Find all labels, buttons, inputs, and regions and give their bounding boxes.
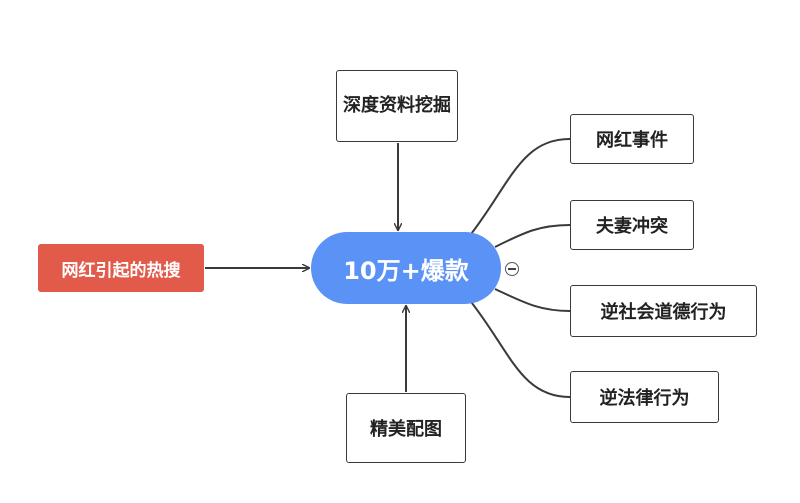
collapse-toggle[interactable] bbox=[505, 262, 519, 276]
node-fine-images-label: 精美配图 bbox=[370, 419, 442, 440]
branch-line-2 bbox=[494, 224, 571, 248]
node-influencer-trending-label: 网红引起的热搜 bbox=[61, 260, 181, 281]
branch-line-4 bbox=[467, 297, 571, 398]
node-influencer-trending[interactable]: 网红引起的热搜 bbox=[38, 244, 204, 292]
node-influencer-event-label: 网红事件 bbox=[596, 130, 668, 151]
node-couple-conflict[interactable]: 夫妻冲突 bbox=[570, 200, 694, 250]
node-fine-images[interactable]: 精美配图 bbox=[346, 393, 466, 463]
node-influencer-event[interactable]: 网红事件 bbox=[570, 114, 694, 164]
node-deep-research[interactable]: 深度资料挖掘 bbox=[336, 70, 458, 142]
node-immoral-behavior[interactable]: 逆社会道德行为 bbox=[570, 285, 757, 337]
minus-circle-icon bbox=[508, 268, 516, 270]
node-central-topic-label: 10万+爆款 bbox=[343, 256, 469, 285]
branch-line-3 bbox=[494, 288, 571, 312]
branch-line-1 bbox=[467, 138, 571, 239]
node-couple-conflict-label: 夫妻冲突 bbox=[596, 216, 668, 237]
node-illegal-behavior[interactable]: 逆法律行为 bbox=[570, 371, 719, 423]
node-illegal-behavior-label: 逆法律行为 bbox=[599, 388, 690, 409]
node-immoral-behavior-label: 逆社会道德行为 bbox=[600, 302, 727, 323]
node-central-topic[interactable]: 10万+爆款 bbox=[311, 232, 501, 304]
node-deep-research-label: 深度资料挖掘 bbox=[343, 95, 451, 116]
